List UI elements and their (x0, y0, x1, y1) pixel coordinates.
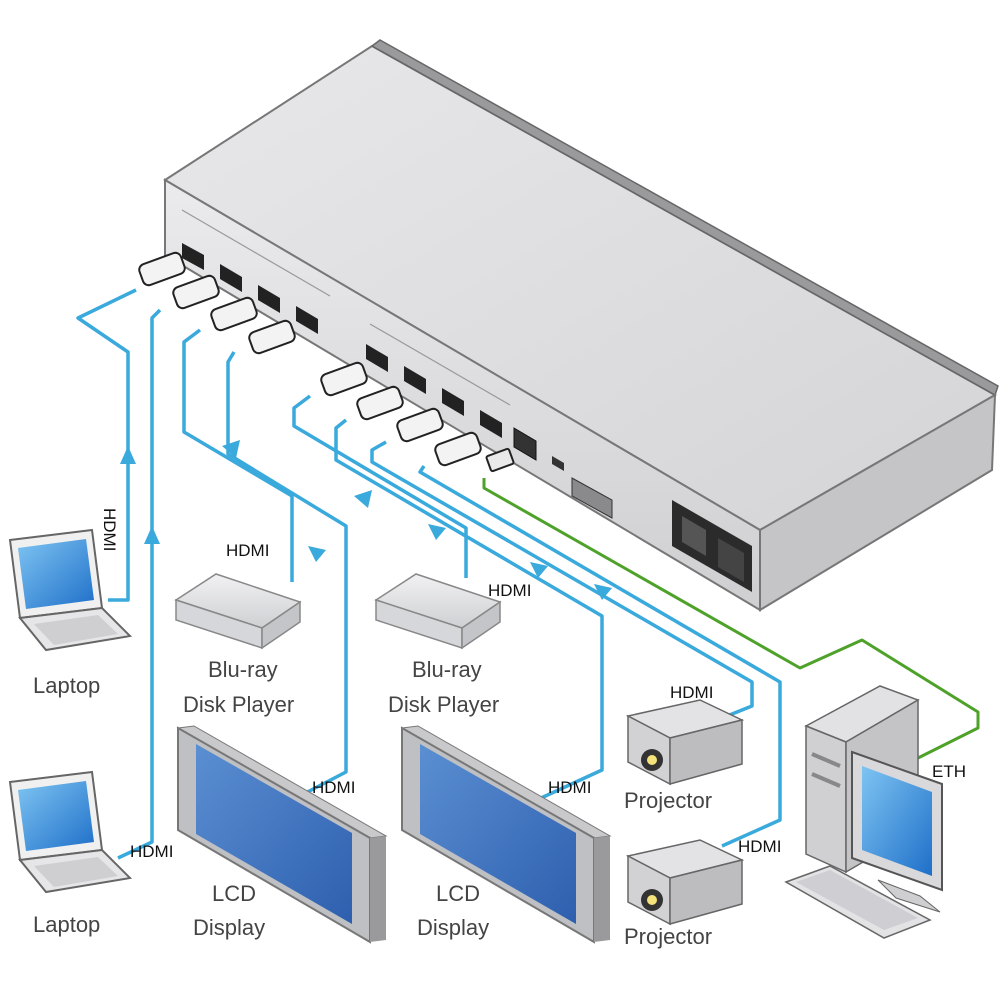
cable-labels: HDMI HDMI HDMI HDMI HDMI HDMI HDMI HDMI … (100, 508, 966, 861)
cable-laptop-1 (76, 288, 137, 602)
label-bluray-1-line2: Disk Player (183, 692, 294, 717)
lcd-display-2 (400, 725, 612, 944)
label-projector-2: Projector (624, 924, 712, 949)
hdmi-cables (76, 288, 782, 860)
laptop-1 (8, 528, 133, 652)
label-bluray-1-line1: Blu-ray (208, 657, 278, 682)
cable-projector-2 (418, 465, 782, 848)
label-lcd-2-line1: LCD (436, 881, 480, 906)
output-ports (366, 344, 502, 438)
hdmi-label-laptop-1: HDMI (100, 508, 119, 551)
bluray-player-1 (174, 573, 302, 650)
label-laptop-1: Laptop (33, 673, 100, 698)
hdmi-label-lcd-1: HDMI (312, 778, 355, 797)
eth-label: ETH (932, 762, 966, 781)
hdmi-label-bluray-1: HDMI (226, 541, 269, 560)
hdmi-label-laptop-2: HDMI (130, 842, 173, 861)
input-ports (182, 243, 318, 334)
laptop-2 (8, 770, 133, 894)
pc-workstation (784, 685, 943, 939)
signal-arrows (120, 440, 612, 600)
hdmi-label-bluray-2: HDMI (488, 581, 531, 600)
hdmi-label-lcd-2: HDMI (548, 778, 591, 797)
hdmi-label-projector-1: HDMI (670, 683, 713, 702)
projector-1 (625, 699, 745, 786)
ethernet-cable (482, 478, 980, 760)
label-lcd-1-line2: Display (193, 915, 265, 940)
label-laptop-2: Laptop (33, 912, 100, 937)
cable-laptop-2 (117, 308, 162, 860)
device-labels: Laptop Laptop Blu-ray Disk Player Blu-ra… (33, 657, 712, 949)
hdmi-label-projector-2: HDMI (738, 837, 781, 856)
hdmi-connectors (138, 251, 515, 473)
label-bluray-2-line1: Blu-ray (412, 657, 482, 682)
cable-lcd-2 (334, 418, 604, 806)
projector-2 (625, 839, 745, 926)
power-module (672, 500, 752, 592)
cable-bluray-1 (182, 328, 294, 582)
usb-port (552, 456, 564, 471)
label-bluray-2-line2: Disk Player (388, 692, 499, 717)
cable-projector-1 (370, 440, 754, 724)
matrix-switcher (163, 39, 999, 612)
rs232-port (571, 477, 613, 519)
label-lcd-1-line1: LCD (212, 881, 256, 906)
label-projector-1: Projector (624, 788, 712, 813)
cable-bluray-2 (292, 394, 468, 578)
label-lcd-2-line2: Display (417, 915, 489, 940)
lcd-display-1 (176, 725, 388, 944)
bluray-player-2 (374, 573, 502, 650)
cable-lcd-1 (226, 351, 348, 802)
ethernet-port (513, 427, 537, 461)
